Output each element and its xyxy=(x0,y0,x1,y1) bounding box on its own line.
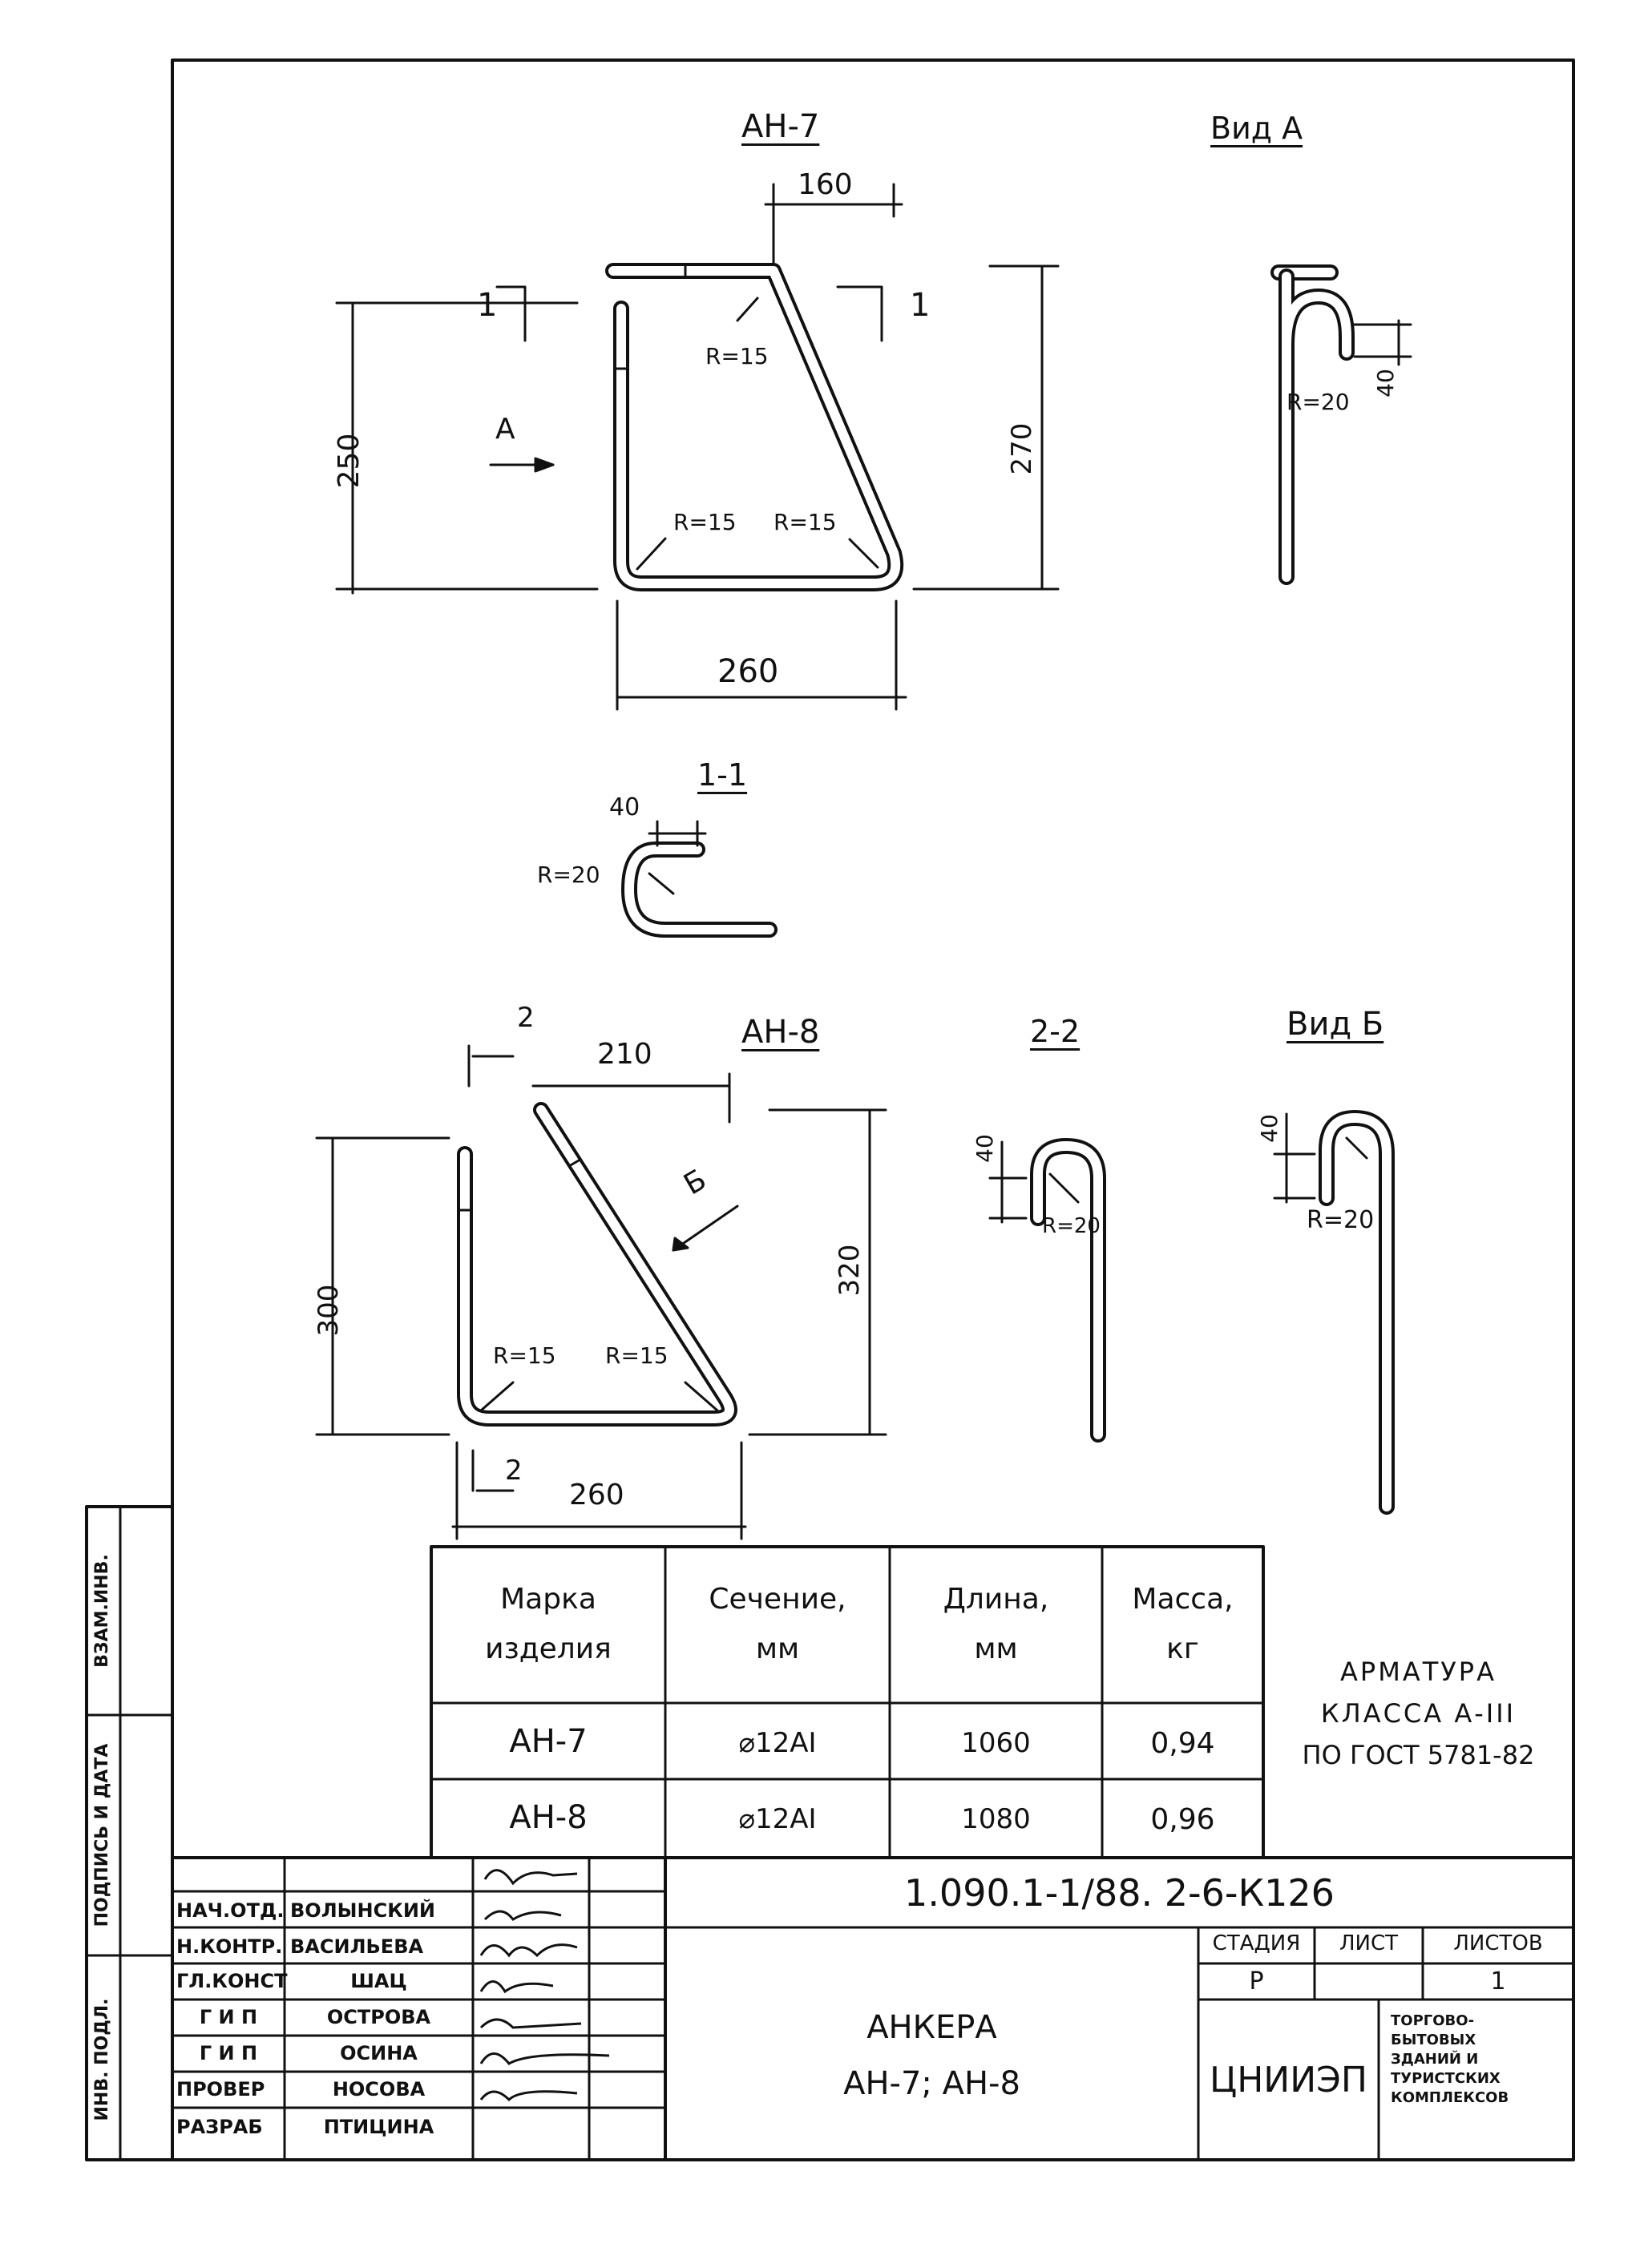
vid-a-title: Вид А xyxy=(1210,111,1303,146)
section-1-1-dim: 40 xyxy=(609,793,640,821)
side-label-replaces: ВЗАМ.ИНВ. xyxy=(92,1554,112,1668)
table-row-1-mass: 0,94 xyxy=(1150,1727,1215,1760)
vid-b-title: Вид Б xyxy=(1287,1006,1384,1043)
an8-dim-top: 210 xyxy=(597,1038,652,1071)
spec-header-mass: Масса,кг xyxy=(1132,1583,1234,1665)
an7-dim-top: 160 xyxy=(798,168,853,201)
sig-name: ОСИНА xyxy=(340,2042,418,2064)
section-1-1-title: 1-1 xyxy=(697,757,748,793)
signatures-scribbles xyxy=(481,1870,609,2100)
table-row-2-mark: АН-8 xyxy=(509,1799,588,1836)
sheets-value: 1 xyxy=(1490,1967,1506,1996)
an7-r-bl: R=15 xyxy=(673,509,737,535)
an8-r-br: R=15 xyxy=(605,1342,669,1369)
arrow-a-label: А xyxy=(495,413,515,446)
table-row-1-section: ⌀12АI xyxy=(738,1727,817,1759)
sig-role: ПРОВЕР xyxy=(176,2078,265,2101)
sig-name: ОСТРОВА xyxy=(326,2006,431,2028)
an7-dim-right: 270 xyxy=(1006,422,1038,475)
sig-role: РАЗРАБ xyxy=(176,2116,263,2138)
an8-dim-bottom: 260 xyxy=(569,1479,624,1511)
an8-bar xyxy=(459,1110,729,1419)
table-row-2-mass: 0,96 xyxy=(1150,1803,1215,1836)
an8-dim-left: 300 xyxy=(313,1284,345,1337)
table-row-1-length: 1060 xyxy=(961,1727,1031,1759)
sig-role: Г И П xyxy=(199,2042,258,2064)
side-label-signature-date: ПОДПИСЬ И ДАТА xyxy=(92,1743,112,1927)
sig-role: Н.КОНТР. xyxy=(176,1935,283,1958)
table-row-1-mark: АН-7 xyxy=(509,1723,588,1760)
stage-header: СТАДИЯ xyxy=(1212,1931,1301,1955)
table-row-2-section: ⌀12АI xyxy=(738,1803,817,1835)
vid-a-dim: 40 xyxy=(1372,369,1399,398)
table-row-2-length: 1080 xyxy=(961,1803,1031,1835)
section-1-1-radius: R=20 xyxy=(537,862,600,888)
an7-dim-bottom: 260 xyxy=(717,653,779,690)
organization-subtitle: торгово- бытовых зданий и туристских ком… xyxy=(1391,2012,1509,2106)
sig-role: Г И П xyxy=(199,2006,258,2028)
sheet-header: ЛИСТ xyxy=(1339,1931,1399,1955)
document-name: АНКЕРА АН-7; АН-8 xyxy=(843,2009,1020,2102)
sig-name: ВОЛЫНСКИЙ xyxy=(290,1899,435,1922)
sig-name: ВАСИЛЬЕВА xyxy=(290,1935,424,1958)
vid-b-radius: R=20 xyxy=(1307,1206,1375,1234)
side-label-original-inv: ИНВ. ПОДЛ. xyxy=(92,1998,112,2121)
sheets-header: ЛИСТОВ xyxy=(1453,1931,1543,1955)
sig-role: НАЧ.ОТД. xyxy=(176,1899,285,1922)
vid-b-dim: 40 xyxy=(1256,1114,1282,1143)
spec-header-section: Сечение,мм xyxy=(709,1583,846,1665)
an8-section-mark-top: 2 xyxy=(517,1002,535,1034)
sig-name: ПТИЦИНА xyxy=(323,2116,434,2138)
an8-title: АН-8 xyxy=(741,1014,820,1051)
spec-header-length: Длина,мм xyxy=(943,1583,1049,1665)
vid-a-radius: R=20 xyxy=(1287,389,1350,415)
section-2-2-title: 2-2 xyxy=(1030,1014,1081,1049)
an7-bar xyxy=(613,264,895,583)
an8-dim-right: 320 xyxy=(834,1244,866,1297)
sig-role: ГЛ.КОНСТ xyxy=(176,1970,288,1992)
section-2-2-radius: R=20 xyxy=(1042,1214,1101,1238)
an7-section-mark-right: 1 xyxy=(910,287,931,324)
document-code: 1.090.1-1/88. 2-6-К126 xyxy=(904,1871,1335,1915)
an8-r-bl: R=15 xyxy=(493,1342,556,1369)
an7-dim-left: 250 xyxy=(333,433,366,489)
an7-r-top: R=15 xyxy=(705,343,769,369)
material-note: арматура класса А-III по ГОСТ 5781-82 xyxy=(1302,1657,1535,1770)
an8-section-mark-bottom: 2 xyxy=(505,1455,523,1487)
stage-value: Р xyxy=(1249,1967,1264,1996)
sig-name: НОСОВА xyxy=(332,2078,426,2101)
an7-r-br: R=15 xyxy=(774,509,837,535)
an7-title: АН-7 xyxy=(741,108,820,145)
organization: ЦНИИЭП xyxy=(1210,2060,1367,2101)
section-2-2-dim: 40 xyxy=(971,1134,998,1163)
sig-name: ШАЦ xyxy=(350,1970,407,1992)
an7-section-mark-left: 1 xyxy=(477,287,498,324)
